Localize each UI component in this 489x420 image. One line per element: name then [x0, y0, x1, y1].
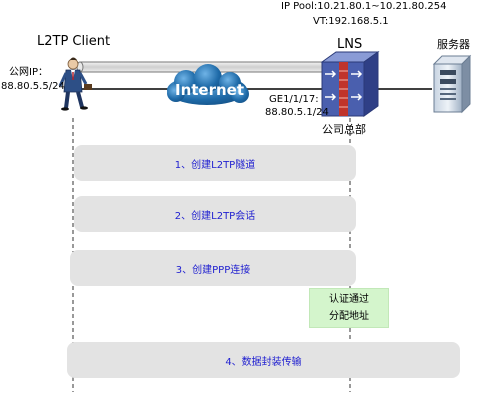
server-icon: [432, 54, 472, 114]
auth-note-line2: 分配地址: [329, 311, 369, 322]
lns-interface-ip: 88.80.5.1/24: [265, 107, 329, 118]
user-person-icon: [58, 57, 92, 111]
step-label: 3、创建PPP连接: [175, 264, 251, 276]
step-create-l2tp-tunnel: 1、创建L2TP隧道: [74, 145, 356, 181]
ip-pool-label: IP Pool:10.21.80.1~10.21.80.254: [281, 1, 447, 12]
lns-title: LNS: [337, 37, 363, 52]
internet-label: Internet: [175, 81, 245, 99]
site-label: 公司总部: [322, 123, 366, 136]
step-label: 1、创建L2TP隧道: [174, 159, 256, 171]
step-create-l2tp-session: 2、创建L2TP会话: [74, 196, 356, 232]
server-title: 服务器: [437, 38, 470, 51]
step-data-encapsulation: 4、数据封装传输: [67, 342, 460, 378]
vt-label: VT:192.168.5.1: [313, 16, 389, 27]
lns-interface-label: GE1/1/17:: [269, 94, 319, 105]
client-ip: 88.80.5.5/24: [1, 81, 65, 92]
step-label: 4、数据封装传输: [225, 356, 302, 368]
client-title: L2TP Client: [37, 34, 111, 49]
auth-note-line1: 认证通过: [329, 294, 369, 305]
firewall-icon: [320, 51, 380, 117]
step-label: 2、创建L2TP会话: [174, 210, 256, 222]
client-ip-label: 公网IP：: [9, 67, 48, 78]
internet-cloud-icon: [167, 64, 249, 105]
step-create-ppp-connection: 3、创建PPP连接: [70, 250, 356, 286]
auth-note: 认证通过 分配地址: [309, 288, 389, 328]
